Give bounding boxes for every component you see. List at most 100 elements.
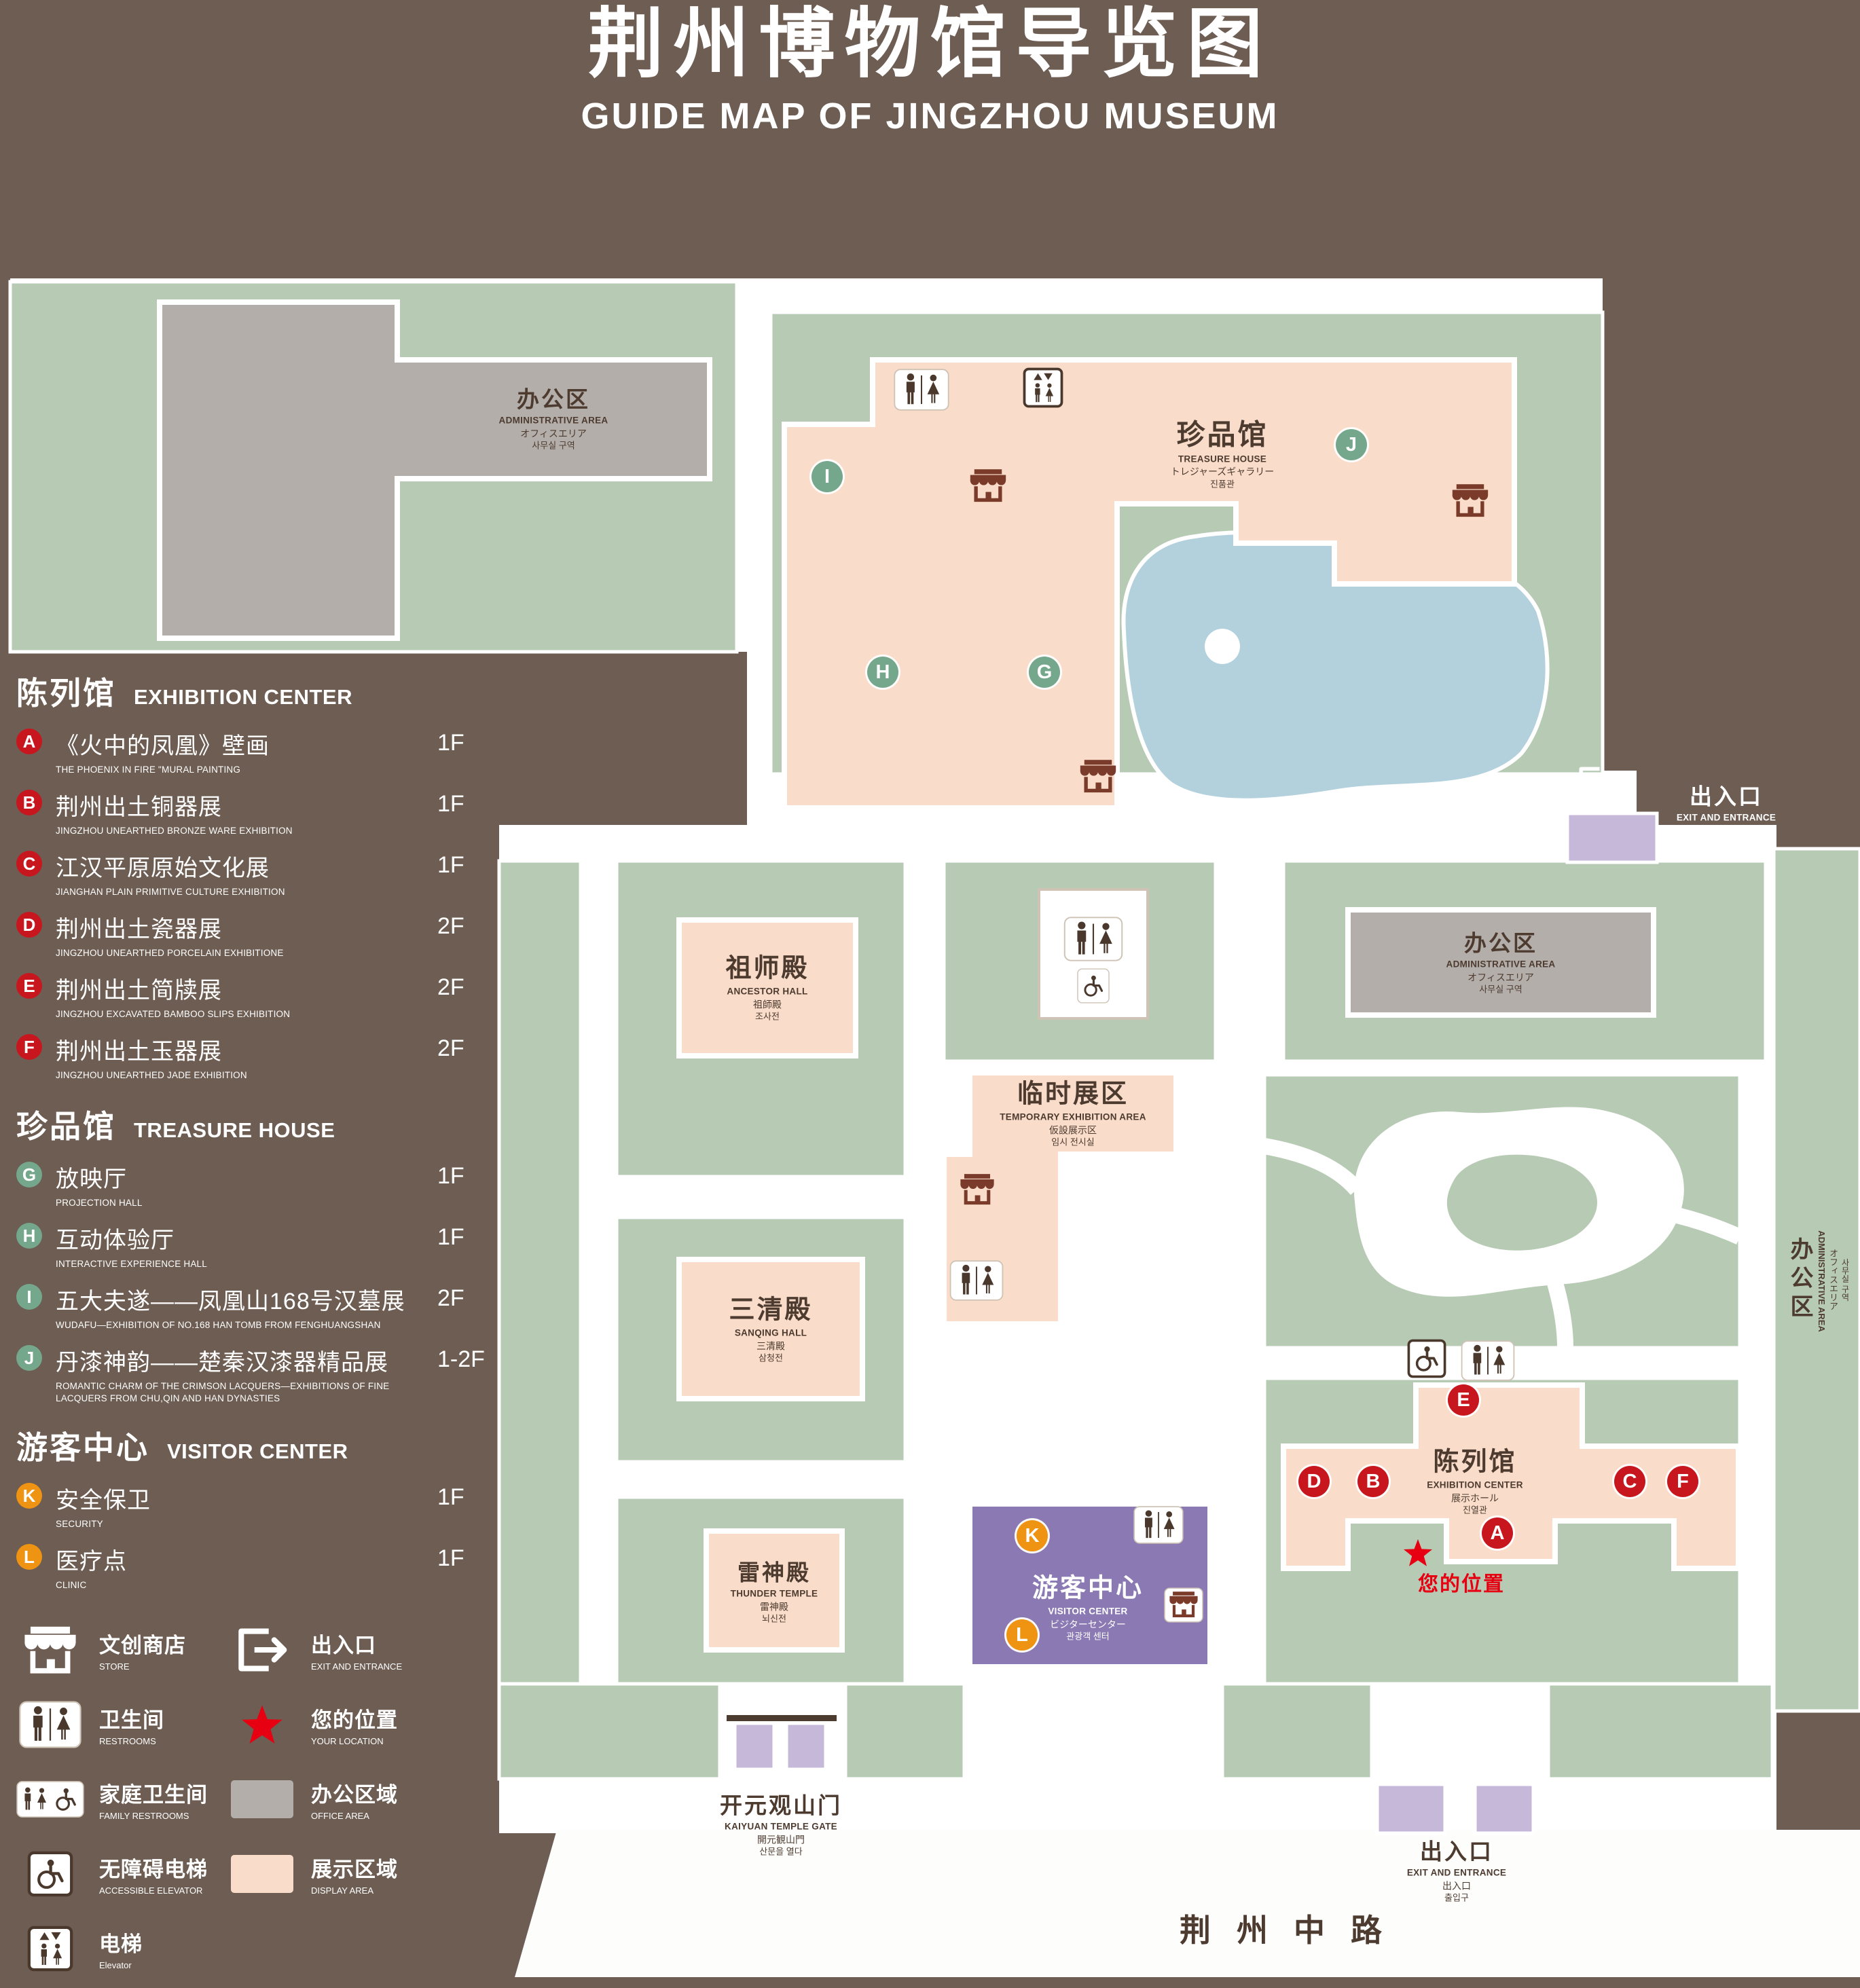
gate-pillar-right	[784, 1721, 828, 1771]
label-jp: 祖師殿	[752, 999, 782, 1010]
label-visitor-center: 游客中心 VISITOR CENTER ビジターセンター 관광객 센터	[1032, 1574, 1144, 1642]
label-jp: 開元観山門	[757, 1834, 805, 1845]
marker-C: C	[1614, 1466, 1645, 1497]
item-floor: 1-2F	[437, 1346, 485, 1372]
road	[515, 1830, 1860, 1977]
marker-K: K	[1017, 1520, 1048, 1551]
label-en: ANCESTOR HALL	[727, 986, 808, 997]
label-kr: 뇌신전	[762, 1614, 786, 1625]
grounds-bottom-2	[843, 1682, 966, 1781]
section-title-zh: 珍品馆	[16, 1109, 116, 1144]
family-restroom-icon	[16, 1780, 84, 1818]
building-temporary-area	[941, 1070, 1179, 1327]
accessible-elevator-icon	[16, 1851, 84, 1897]
grounds-left-strip	[497, 859, 583, 1686]
badge-C: C	[16, 851, 42, 877]
item-zh: 丹漆神韵——楚秦汉漆器精品展	[56, 1350, 388, 1376]
label-jp: 出入口	[1711, 825, 1740, 836]
label-en: ADMINISTRATIVE AREA	[1446, 959, 1556, 970]
garden-connector-west	[1262, 1138, 1364, 1196]
label-kr: 산문을 열다	[759, 1847, 803, 1858]
badge-H: H	[16, 1223, 42, 1249]
garden-island	[1446, 1154, 1598, 1251]
badge-J: J	[16, 1345, 42, 1371]
item-zh: 荆州出土铜器展	[56, 794, 222, 820]
badge-G: G	[16, 1162, 42, 1188]
label-kr: 관광객 센터	[1066, 1631, 1110, 1642]
item-zh: 放映厅	[56, 1166, 127, 1192]
item-floor: 1F	[437, 730, 464, 756]
store-icon	[16, 1625, 84, 1674]
grounds-bottom-4	[1546, 1682, 1774, 1781]
label-jp: 仮設展示区	[1049, 1124, 1097, 1136]
label-exit-right: 出入口 EXIT AND ENTRANCE 出入口 출입구	[1677, 784, 1776, 849]
item-zh: 医疗点	[56, 1549, 127, 1575]
building-treasure-house	[782, 357, 1517, 811]
gate-pillar-left	[733, 1721, 776, 1771]
item-en: JINGZHOU UNEARTHED PORCELAIN EXHIBITIONE	[56, 948, 284, 958]
label-kr: 임시 전시실	[1051, 1137, 1095, 1147]
item-en: WUDAFU—EXHIBITION OF NO.168 HAN TOMB FRO…	[56, 1320, 381, 1330]
label-exhibition-center: 陈列馆 EXHIBITION CENTER 展示ホール 진열관	[1427, 1448, 1523, 1516]
page-header: 荆州博物馆导览图 GUIDE MAP OF JINGZHOU MUSEUM	[0, 4, 1860, 137]
legend-item-J: J 丹漆神韵——楚秦汉漆器精品展 ROMANTIC CHARM OF THE CR…	[16, 1344, 497, 1404]
marker-L: L	[1006, 1619, 1038, 1651]
item-en: ROMANTIC CHARM OF THE CRIMSON LACQUERS—E…	[56, 1381, 390, 1403]
badge-L: L	[16, 1544, 42, 1570]
building-sanqing-hall	[676, 1257, 865, 1401]
page-subtitle: GUIDE MAP OF JINGZHOU MUSEUM	[581, 95, 1279, 136]
symbol-zh: 电梯	[99, 1932, 143, 1957]
garden-connector-south	[1547, 1281, 1573, 1348]
label-en: EXIT AND ENTRANCE	[1676, 812, 1776, 823]
item-zh: 荆州出土瓷器展	[56, 917, 222, 942]
label-en: ADMINISTRATIVE AREA	[1817, 1230, 1827, 1332]
marker-F: F	[1667, 1466, 1698, 1497]
label-en: KAIYUAN TEMPLE GATE	[725, 1821, 837, 1832]
item-floor: 1F	[437, 1484, 464, 1511]
label-treasure-house: 珍品馆 TREASURE HOUSE トレジャーズギャラリー 진품관	[1171, 418, 1275, 489]
label-kr: 조사전	[755, 1011, 780, 1022]
badge-E: E	[16, 973, 42, 999]
label-zh: 雷神殿	[737, 1560, 811, 1585]
item-en: PROJECTION HALL	[56, 1198, 143, 1208]
symbol-en: DISPLAY AREA	[311, 1885, 374, 1896]
section-title-zh: 游客中心	[16, 1430, 149, 1466]
item-en: JINGZHOU EXCAVATED BAMBOO SLIPS EXHIBITI…	[56, 1009, 291, 1019]
label-sanqing-hall: 三清殿 SANQING HALL 三清殿 삼청전	[729, 1295, 812, 1364]
label-zh: 出入口	[1419, 1839, 1493, 1864]
label-kr: 사무실 구역	[1840, 1258, 1850, 1302]
label-zh: 珍品馆	[1176, 418, 1269, 451]
item-floor: 2F	[437, 1285, 464, 1311]
symbol-en: EXIT AND ENTRANCE	[311, 1661, 403, 1672]
symbol-zh: 文创商店	[99, 1634, 186, 1658]
label-admin-right: 办公区 ADMINISTRATIVE AREA オフィスエリア 사무실 구역	[1783, 1228, 1851, 1332]
symbol-zh: 家庭卫生间	[99, 1783, 208, 1807]
marker-I: I	[812, 461, 843, 492]
gate-lintel	[727, 1715, 837, 1721]
exit-icon	[228, 1627, 296, 1673]
symbol-en: OFFICE AREA	[311, 1811, 369, 1822]
legend-section-visitor: 游客中心 VISITOR CENTER	[16, 1423, 497, 1468]
label-kr: 사무실 구역	[1479, 984, 1522, 995]
label-exit-bottom: 出入口 EXIT AND ENTRANCE 出入口 출입구	[1407, 1839, 1506, 1904]
elevator-icon	[16, 1926, 84, 1972]
label-jp: 三清殿	[756, 1340, 785, 1352]
symbol-en: Elevator	[99, 1960, 132, 1971]
item-zh: 互动体验厅	[56, 1228, 175, 1253]
symbol-en: RESTROOMS	[99, 1736, 156, 1747]
label-jp: 展示ホール	[1451, 1492, 1499, 1504]
label-en: TEMPORARY EXHIBITION AREA	[1000, 1111, 1146, 1122]
label-jp: 雷神殿	[759, 1601, 788, 1613]
label-kr: 삼청전	[759, 1352, 783, 1363]
label-kr: 진열관	[1463, 1505, 1487, 1515]
